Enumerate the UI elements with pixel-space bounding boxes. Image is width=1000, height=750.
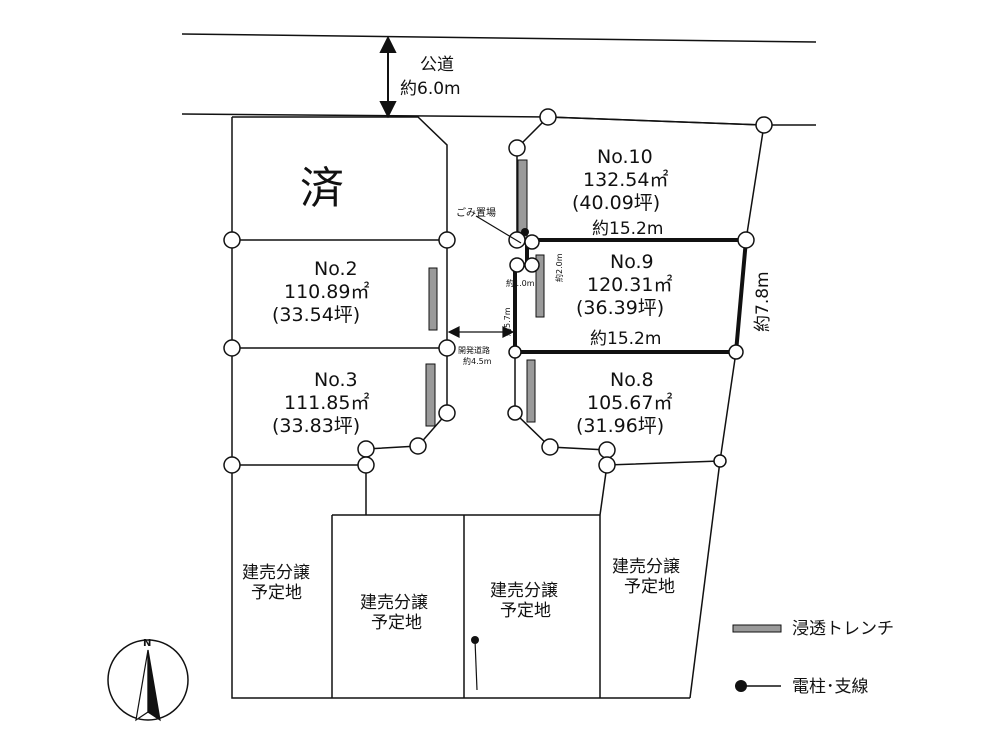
lot-no10-label: No.10 132.54㎡ (40.09坪)	[572, 146, 668, 214]
planned-lot-line2: 予定地	[251, 583, 302, 603]
planned-lot-line1: 建売分譲	[612, 557, 680, 577]
dim-no9-side: 約7.8m	[753, 271, 773, 332]
svg-text:120.31㎡: 120.31㎡	[587, 273, 672, 296]
road-name: 公道	[420, 55, 454, 75]
svg-text:111.85㎡: 111.85㎡	[284, 391, 369, 414]
planned-lot-line1: 建売分譲	[242, 563, 310, 583]
planned-lots	[331, 514, 601, 698]
compass-needle-light	[135, 649, 149, 722]
legend-pole-label: 電柱･支線	[792, 677, 869, 697]
boundary-markers	[223, 108, 773, 474]
public-road	[181, 33, 817, 126]
road-width-arrow	[379, 35, 397, 119]
sold-lot-boundary	[232, 116, 448, 240]
svg-text:(33.83坪): (33.83坪)	[272, 415, 360, 437]
trench-no9	[535, 254, 545, 318]
lot-no2-label: No.2 110.89㎡ (33.54坪)	[272, 258, 369, 326]
legend: 浸透トレンチ 電柱･支線	[732, 619, 894, 697]
dim-inner-b: 約1.0m	[506, 278, 535, 288]
svg-text:(40.09坪): (40.09坪)	[572, 192, 660, 214]
svg-text:(31.96坪): (31.96坪)	[576, 415, 664, 437]
svg-text:110.89㎡: 110.89㎡	[284, 280, 369, 303]
road-edge-top	[181, 33, 817, 43]
road-width: 約6.0m	[400, 79, 461, 99]
marker	[223, 231, 241, 249]
lot-no8-boundary	[514, 352, 721, 466]
svg-text:(33.54坪): (33.54坪)	[272, 304, 360, 326]
lot-no9-label: No.9 120.31㎡ (36.39坪)	[576, 251, 672, 319]
planned-lot-4-label: 建売分譲 予定地	[612, 557, 680, 597]
pole-marker	[521, 228, 529, 236]
trench-no10	[517, 159, 528, 241]
dim-no9-top: 約15.2m	[592, 219, 663, 239]
garbage-pointer	[475, 215, 522, 244]
lot-no3-label: No.3 111.85㎡ (33.83坪)	[272, 369, 369, 437]
svg-text:(36.39坪): (36.39坪)	[576, 297, 664, 319]
marker	[438, 404, 456, 422]
trench-no3	[425, 363, 436, 427]
marker	[728, 344, 744, 360]
guy-wire	[474, 639, 478, 691]
garbage-area-label: ごみ置場	[456, 206, 496, 219]
marker	[508, 345, 522, 359]
lot-no8-label: No.8 105.67㎡ (31.96坪)	[576, 369, 672, 437]
marker	[357, 456, 375, 474]
legend-trench-icon	[732, 624, 782, 633]
marker	[541, 438, 559, 456]
marker	[409, 437, 427, 455]
svg-text:105.67㎡: 105.67㎡	[587, 391, 672, 414]
marker	[598, 456, 616, 474]
marker	[438, 231, 456, 249]
marker	[755, 116, 773, 134]
planned-lot-line2: 予定地	[624, 577, 675, 597]
marker	[524, 257, 540, 273]
trenches	[425, 159, 545, 427]
svg-text:No.3: No.3	[314, 369, 358, 391]
marker	[223, 456, 241, 474]
dim-no9-bottom: 約15.2m	[590, 329, 661, 349]
legend-trench-label: 浸透トレンチ	[792, 619, 894, 639]
marker	[507, 405, 523, 421]
planned-lot-1-label: 建売分譲 予定地	[242, 563, 310, 603]
marker	[737, 231, 755, 249]
right-lower-boundary	[689, 460, 721, 699]
planned-lot-line2: 予定地	[500, 601, 551, 621]
svg-text:No.10: No.10	[597, 146, 653, 168]
planned-lot-line1: 建売分譲	[490, 581, 558, 601]
marker	[508, 139, 526, 157]
north-compass: N	[107, 638, 189, 722]
compass-letter: N	[143, 638, 151, 649]
svg-text:No.9: No.9	[610, 251, 654, 273]
svg-text:No.2: No.2	[314, 258, 358, 280]
svg-text:132.54㎡: 132.54㎡	[583, 168, 668, 191]
left-outer-boundary	[231, 117, 690, 699]
planned-lot-line2: 予定地	[371, 613, 422, 633]
sold-mark: 済	[300, 163, 344, 214]
marker	[509, 257, 525, 273]
marker	[713, 454, 727, 468]
planned-lot-2-label: 建売分譲 予定地	[360, 593, 428, 633]
dev-road-width: 約4.5m	[463, 356, 492, 366]
marker	[539, 108, 557, 126]
dim-inner-a: 約2.0m	[554, 253, 564, 282]
dim-inner-c: 約5.7m	[502, 307, 512, 336]
trench-no2	[428, 267, 438, 331]
compass-needle-dark	[147, 649, 161, 722]
dev-road-arrow	[447, 326, 515, 338]
marker	[524, 234, 540, 250]
planned-lot-3-label: 建売分譲 予定地	[490, 581, 558, 621]
marker	[598, 441, 616, 459]
trench-no8	[526, 359, 536, 423]
marker	[438, 339, 456, 357]
marker	[357, 440, 375, 458]
svg-text:No.8: No.8	[610, 369, 654, 391]
dev-road-name: 開発道路	[458, 345, 490, 355]
planned-lot-line1: 建売分譲	[360, 593, 428, 613]
marker	[223, 339, 241, 357]
